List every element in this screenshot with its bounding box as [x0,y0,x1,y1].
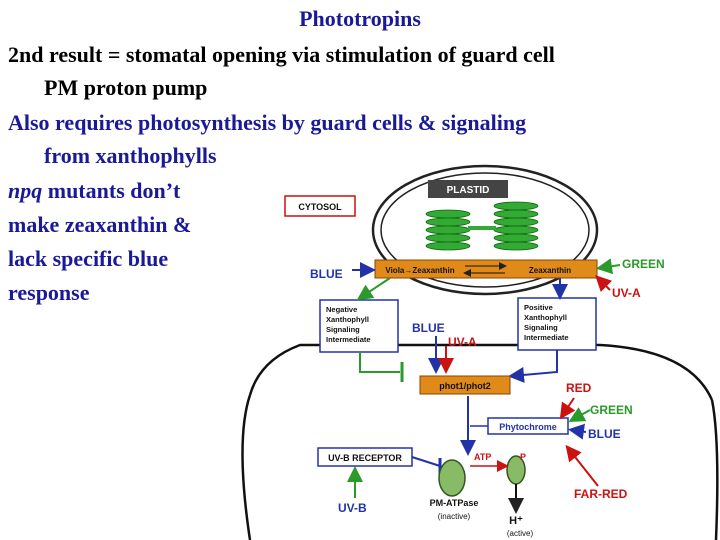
zeaxanthin-label: Zeaxanthin [529,266,571,275]
uvb-receptor-label: UV-B RECEPTOR [328,453,402,463]
bullet-1-cont: PM proton pump [44,75,208,100]
svg-text:Negative Xanthophyll S: Negative Xanthophyll Signaling Intermedi… [326,305,371,344]
negative-signaling-box [319,299,399,353]
pos-line1: Positive [524,303,553,312]
plastid-label: PLASTID [447,185,490,196]
plastid-outline [371,164,599,296]
neg-line3: Signaling [326,325,360,334]
green-right-label: GREEN [622,257,665,271]
bullet-3-rest: mutants don’t [42,178,181,203]
uva-mid-label: UV-A [448,335,477,349]
pos-line3: Signaling [524,323,558,332]
atp-label: ATP [474,452,491,462]
bullet-2: Also requires photosynthesis by guard ce… [8,110,527,135]
bullet-5: lack specific blue [8,246,169,271]
pm-atpase-label: PM-ATPase [430,498,479,508]
uvb-label: UV-B [338,501,367,515]
phytochrome-label: Phytochrome [499,422,557,432]
inactive-label: (inactive) [438,512,471,521]
svg-text:Positive Xanthophyll S: Positive Xanthophyll Signaling Intermedi… [524,303,569,342]
slide-title: Phototropins [299,6,421,31]
violaxanthin-label: Viola→Zeaxanthin [385,266,454,275]
cytosol-label: CYTOSOL [298,202,342,212]
bullet-3: npq mutants don’t [8,178,180,204]
bullet-2-cont: from xanthophylls [44,143,217,168]
far-red-label: FAR-RED [574,487,628,501]
neg-line1: Negative [326,305,357,314]
positive-signaling-box [517,297,597,351]
red-label: RED [566,381,592,395]
neg-line2: Xanthophyll [326,315,369,324]
green-low-label: GREEN [590,403,633,417]
phot-box [419,375,511,395]
npq-term: npq [8,178,43,203]
bullet-1: 2nd result = stomatal opening via stimul… [8,42,555,67]
cell-membrane [248,343,714,401]
blue-low-label: BLUE [588,427,621,441]
uva-right-label: UV-A [612,286,641,300]
pos-line4: Intermediate [524,333,569,342]
pm-atpase [438,459,466,497]
bullet-4: make zeaxanthin & [8,212,192,237]
hplus-label: H⁺ [509,515,523,527]
thylakoid-stacks [425,201,539,251]
active-label: (active) [507,529,534,538]
bullet-6: response [8,280,90,305]
blue-mid-label: BLUE [412,321,445,335]
phot-label: phot1/phot2 [439,381,491,391]
p-label: P [520,452,526,462]
blue-left-label: BLUE [310,267,343,281]
neg-line4: Intermediate [326,335,371,344]
pos-line2: Xanthophyll [524,313,567,322]
